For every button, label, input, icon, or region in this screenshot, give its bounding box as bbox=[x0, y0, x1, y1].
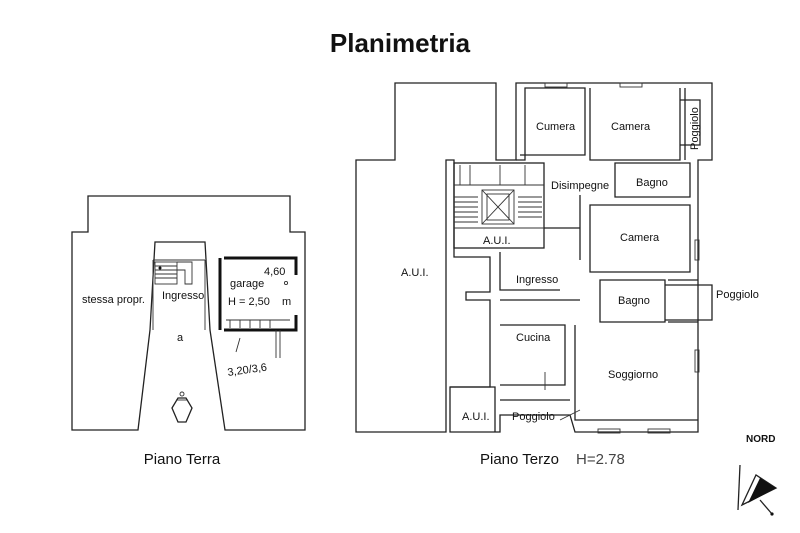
label-garage: garage bbox=[230, 278, 264, 290]
label-height-unit: m bbox=[282, 296, 291, 308]
ground-floor-caption: Piano Terra bbox=[144, 451, 221, 468]
third-aui-left-area bbox=[355, 82, 713, 433]
room-cumera: Cumera bbox=[536, 121, 576, 133]
ground-floor-outline bbox=[71, 195, 306, 431]
room-aui-left: A.U.I. bbox=[401, 267, 429, 279]
planter-icon bbox=[171, 391, 193, 423]
room-disimpegne: Disimpegne bbox=[551, 180, 609, 192]
third-floor-plan: A.U.I. A.U.I. A.U.I. Cumera Camera Poggi… bbox=[355, 82, 759, 468]
room-camera-top: Camera bbox=[611, 121, 651, 133]
ground-stair-steps bbox=[154, 261, 193, 285]
ground-floor-plan: stessa propr. Ingresso garage 4,60 H = 2… bbox=[71, 195, 306, 468]
label-garage-height: H = 2,50 bbox=[228, 296, 270, 308]
room-soggiorno: Soggiorno bbox=[608, 369, 658, 381]
room-poggiolo-right: Poggiolo bbox=[716, 289, 759, 301]
room-poggiolo-bottom: Poggiolo bbox=[512, 411, 555, 423]
room-ingresso: Ingresso bbox=[516, 274, 558, 286]
room-bagno-top: Bagno bbox=[636, 177, 668, 189]
third-interior-walls bbox=[450, 87, 713, 432]
room-cucina: Cucina bbox=[516, 332, 551, 344]
label-court: a bbox=[177, 332, 184, 344]
north-compass: NORD bbox=[737, 434, 778, 516]
third-floor-height: H=2.78 bbox=[576, 451, 625, 468]
label-stessa-propr: stessa propr. bbox=[82, 294, 145, 306]
label-garage-depth: 3,20/3,6 bbox=[227, 362, 268, 379]
room-aui-stair: A.U.I. bbox=[483, 235, 511, 247]
compass-label: NORD bbox=[746, 434, 775, 445]
label-garage-width: 4,60 bbox=[264, 266, 285, 278]
third-windows bbox=[544, 82, 700, 434]
room-bagno-mid: Bagno bbox=[618, 295, 650, 307]
label-ground-ingresso: Ingresso bbox=[162, 290, 204, 302]
compass-line-b bbox=[759, 499, 773, 515]
third-floor-caption: Piano Terzo bbox=[480, 451, 559, 468]
room-poggiolo-top: Poggiolo bbox=[689, 107, 701, 150]
page-title: Planimetria bbox=[330, 28, 471, 58]
compass-line-a bbox=[737, 464, 741, 511]
room-camera-mid: Camera bbox=[620, 232, 660, 244]
room-aui-bottom: A.U.I. bbox=[462, 411, 490, 423]
garage-room bbox=[218, 256, 298, 358]
third-stair-block bbox=[453, 162, 545, 249]
compass-dot bbox=[770, 512, 774, 516]
north-arrow-icon bbox=[748, 478, 776, 503]
ground-stair-block bbox=[152, 259, 206, 330]
